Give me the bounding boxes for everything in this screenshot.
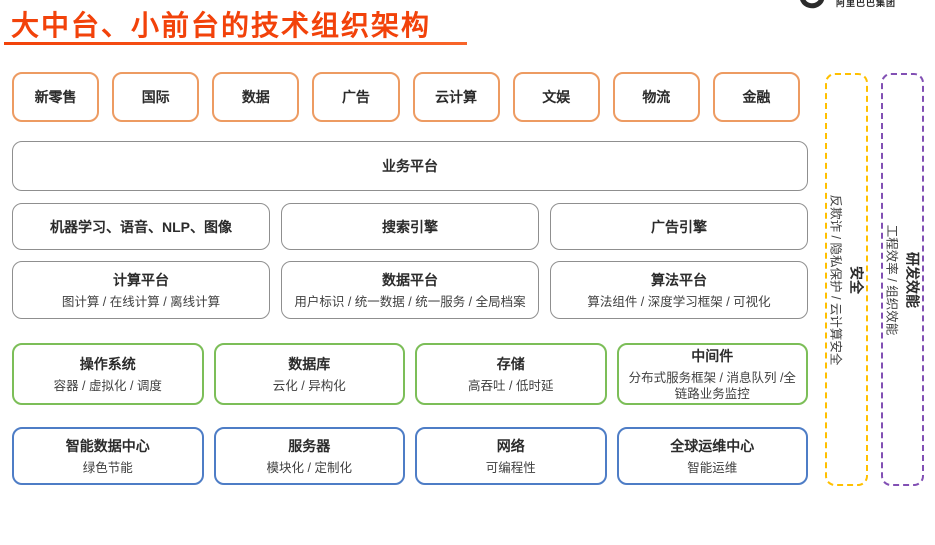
front-unit-box: 新零售: [12, 72, 100, 122]
rd-efficiency-title: 研发效能: [904, 251, 921, 308]
security-column-content: 安全 反欺诈 / 隐私保护 / 云计算安全: [827, 75, 866, 485]
front-unit-label: 国际: [141, 89, 170, 105]
platform-box: 数据平台 用户标识 / 统一数据 / 统一服务 / 全局档案: [281, 261, 539, 319]
platform-subtitle: 算法组件 / 深度学习框架 / 可视化: [587, 294, 771, 309]
engine-box: 机器学习、语音、NLP、图像: [12, 203, 270, 250]
platform-subtitle: 图计算 / 在线计算 / 离线计算: [61, 294, 221, 309]
datacenter-title: 网络: [496, 437, 525, 454]
infra-title: 数据库: [288, 355, 331, 372]
datacenter-subtitle: 绿色节能: [82, 460, 133, 475]
front-unit-label: 云计算: [435, 89, 478, 105]
rd-efficiency-column-content: 研发效能 工程效率 / 组织效能: [883, 75, 922, 485]
front-unit-box: 广告: [312, 72, 400, 122]
front-unit-box: 金融: [712, 72, 800, 122]
platform-title: 计算平台: [113, 271, 169, 288]
datacenter-box: 服务器 模块化 / 定制化: [213, 427, 405, 485]
infrastructure-row: 操作系统 容器 / 虚拟化 / 调度 数据库 云化 / 异构化 存储 高吞吐 /…: [12, 343, 808, 405]
front-unit-label: 文娱: [542, 89, 571, 105]
alibaba-logo-text: 阿里巴巴集团: [836, 0, 897, 8]
rd-efficiency-subtitle: 工程效率 / 组织效能: [884, 224, 899, 335]
infra-subtitle: 分布式服务框架 / 消息队列 /全链路业务监控: [628, 370, 796, 401]
datacenter-row: 智能数据中心 绿色节能 服务器 模块化 / 定制化 网络 可编程性 全球运维中心…: [12, 427, 808, 485]
datacenter-box: 全球运维中心 智能运维: [616, 427, 808, 485]
infra-title: 操作系统: [79, 355, 136, 372]
engine-box: 搜索引擎: [281, 203, 539, 250]
front-unit-box: 云计算: [412, 72, 500, 122]
front-unit-label: 广告: [341, 89, 370, 105]
datacenter-box: 智能数据中心 绿色节能: [12, 427, 204, 485]
security-title: 安全: [848, 265, 865, 294]
engines-row: 机器学习、语音、NLP、图像 搜索引擎 广告引擎: [12, 203, 808, 250]
platform-box: 计算平台 图计算 / 在线计算 / 离线计算: [12, 261, 270, 319]
datacenter-subtitle: 智能运维: [687, 460, 738, 475]
security-column: 安全 反欺诈 / 隐私保护 / 云计算安全: [825, 73, 868, 486]
datacenter-title: 全球运维中心: [670, 437, 755, 454]
front-unit-box: 数据: [212, 72, 300, 122]
front-unit-box: 文娱: [512, 72, 600, 122]
page-title: 大中台、小前台的技术组织架构: [11, 10, 432, 41]
front-unit-label: 金融: [742, 89, 771, 105]
engine-label: 机器学习、语音、NLP、图像: [50, 218, 232, 235]
infra-subtitle: 容器 / 虚拟化 / 调度: [53, 378, 162, 393]
infra-title: 中间件: [691, 347, 734, 364]
alibaba-group-logo-clipped: 阿里巴巴集团: [799, 0, 931, 9]
front-unit-label: 物流: [642, 89, 671, 105]
business-platform-label: 业务平台: [382, 158, 438, 174]
engine-box: 广告引擎: [550, 203, 808, 250]
datacenter-title: 服务器: [288, 437, 331, 454]
front-unit-label: 数据: [241, 89, 270, 105]
infra-subtitle: 高吞吐 / 低时延: [468, 378, 554, 393]
business-platform-box: 业务平台: [12, 141, 808, 191]
platform-box: 算法平台 算法组件 / 深度学习框架 / 可视化: [550, 261, 808, 319]
infra-box: 数据库 云化 / 异构化: [213, 343, 405, 405]
datacenter-box: 网络 可编程性: [415, 427, 607, 485]
datacenter-title: 智能数据中心: [65, 437, 150, 454]
infra-box: 存储 高吞吐 / 低时延: [415, 343, 607, 405]
title-underline: [4, 42, 467, 45]
platform-subtitle: 用户标识 / 统一数据 / 统一服务 / 全局档案: [294, 294, 526, 309]
front-units-row: 新零售 国际 数据 广告 云计算 文娱 物流 金融: [12, 72, 800, 122]
platform-title: 数据平台: [382, 271, 438, 288]
security-subtitle: 反欺诈 / 隐私保护 / 云计算安全: [828, 194, 843, 365]
platforms-row: 计算平台 图计算 / 在线计算 / 离线计算 数据平台 用户标识 / 统一数据 …: [12, 261, 808, 319]
rd-efficiency-column: 研发效能 工程效率 / 组织效能: [881, 73, 924, 486]
front-unit-box: 物流: [612, 72, 700, 122]
datacenter-subtitle: 模块化 / 定制化: [266, 460, 352, 475]
front-unit-label: 新零售: [34, 89, 77, 105]
engine-label: 广告引擎: [651, 218, 707, 235]
platform-title: 算法平台: [651, 271, 707, 288]
datacenter-subtitle: 可编程性: [485, 460, 536, 475]
engine-label: 搜索引擎: [382, 218, 438, 235]
infra-title: 存储: [496, 355, 525, 372]
front-unit-box: 国际: [112, 72, 200, 122]
infra-box: 操作系统 容器 / 虚拟化 / 调度: [12, 343, 204, 405]
alibaba-group-logo: 阿里巴巴集团: [799, 0, 931, 10]
infra-box: 中间件 分布式服务框架 / 消息队列 /全链路业务监控: [616, 343, 808, 405]
infra-subtitle: 云化 / 异构化: [272, 378, 346, 393]
alibaba-smile-icon: [800, 0, 825, 9]
